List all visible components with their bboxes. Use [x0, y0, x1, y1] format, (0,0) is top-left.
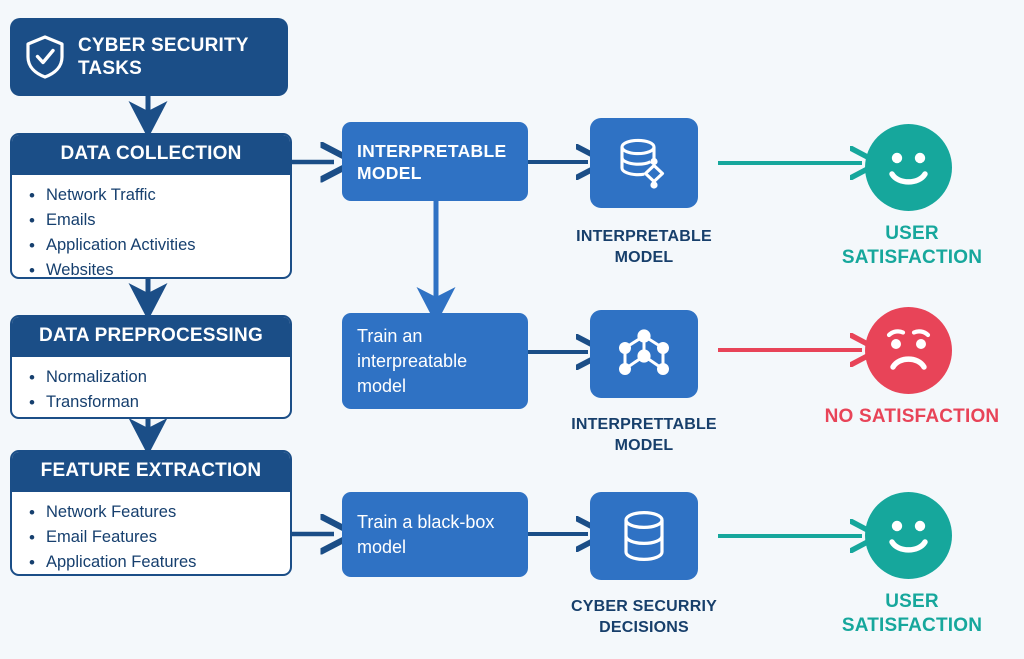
card-body: Network Traffic Emails Application Activ…: [12, 175, 290, 277]
card-heading: DATA PREPROCESSING: [12, 317, 290, 357]
card-data-preprocessing: DATA PREPROCESSING Normalization Transfo…: [10, 315, 292, 419]
interprettable-model-icon-tile: [590, 310, 698, 398]
cyber-security-decisions-caption: CYBER SECURRIY DECISIONS: [540, 596, 748, 638]
list-item: Application Activities: [29, 233, 280, 258]
card-feature-extraction: FEATURE EXTRACTION Network Features Emai…: [10, 450, 292, 576]
caption-text: USER SATISFACTION: [841, 591, 983, 636]
list-item: Email Features: [29, 525, 280, 550]
sad-face: [865, 307, 952, 394]
list-item: Network Features: [29, 500, 280, 525]
train-blackbox-box: Train a black-box model: [342, 492, 528, 577]
interprettable-model-caption: INTERPRETTABLE MODEL: [544, 414, 744, 456]
cyber-security-decisions-icon-tile: [590, 492, 698, 580]
neural-network-icon: [612, 325, 676, 383]
card-body: Network Features Email Features Applicat…: [12, 492, 290, 574]
interpretable-model-icon-tile: [590, 118, 698, 208]
database-icon: [616, 507, 672, 565]
list-item: Application Features: [29, 550, 280, 574]
list-item: Normalization: [29, 365, 280, 390]
list-item: Emails: [29, 208, 280, 233]
train-interpretable-box: Train an interpreatable model: [342, 313, 528, 409]
database-node-icon: [613, 134, 675, 192]
user-satisfaction-caption-1: USER SATISFACTION: [820, 222, 1004, 270]
happy-face-1: [865, 124, 952, 211]
card-heading: FEATURE EXTRACTION: [12, 452, 290, 492]
card-heading: DATA COLLECTION: [12, 135, 290, 175]
interpretable-model-caption: INTERPRETABLE MODEL: [548, 226, 740, 268]
user-satisfaction-caption-2: USER SATISFACTION: [820, 590, 1004, 638]
page-title: CYBER SECURITY TASKS: [78, 35, 249, 79]
card-data-collection: DATA COLLECTION Network Traffic Emails A…: [10, 133, 292, 279]
bullet-list: Normalization Transforman: [26, 365, 280, 415]
caption-text: CYBER SECURRIY DECISIONS: [571, 598, 717, 636]
list-item: Network Traffic: [29, 183, 280, 208]
caption-text: NO SATISFACTION: [824, 406, 1000, 427]
interpretable-model-box: INTERPRETABLE MODEL: [342, 122, 528, 201]
bullet-list: Network Traffic Emails Application Activ…: [26, 183, 280, 277]
train-interpretable-label: Train an interpreatable model: [357, 325, 468, 396]
caption-text: INTERPRETTABLE MODEL: [571, 416, 717, 454]
list-item: Transforman: [29, 390, 280, 415]
happy-face-2: [865, 492, 952, 579]
interpretable-model-label: INTERPRETABLE MODEL: [357, 140, 507, 183]
card-body: Normalization Transforman: [12, 357, 290, 417]
no-satisfaction-caption: NO SATISFACTION: [820, 405, 1004, 429]
caption-text: INTERPRETABLE MODEL: [576, 228, 712, 266]
shield-check-icon: [24, 34, 66, 80]
cyber-security-tasks-box: CYBER SECURITY TASKS: [10, 18, 288, 96]
train-blackbox-label: Train a black-box model: [357, 511, 495, 557]
caption-text: USER SATISFACTION: [841, 223, 983, 268]
bullet-list: Network Features Email Features Applicat…: [26, 500, 280, 574]
list-item: Websites: [29, 258, 280, 277]
